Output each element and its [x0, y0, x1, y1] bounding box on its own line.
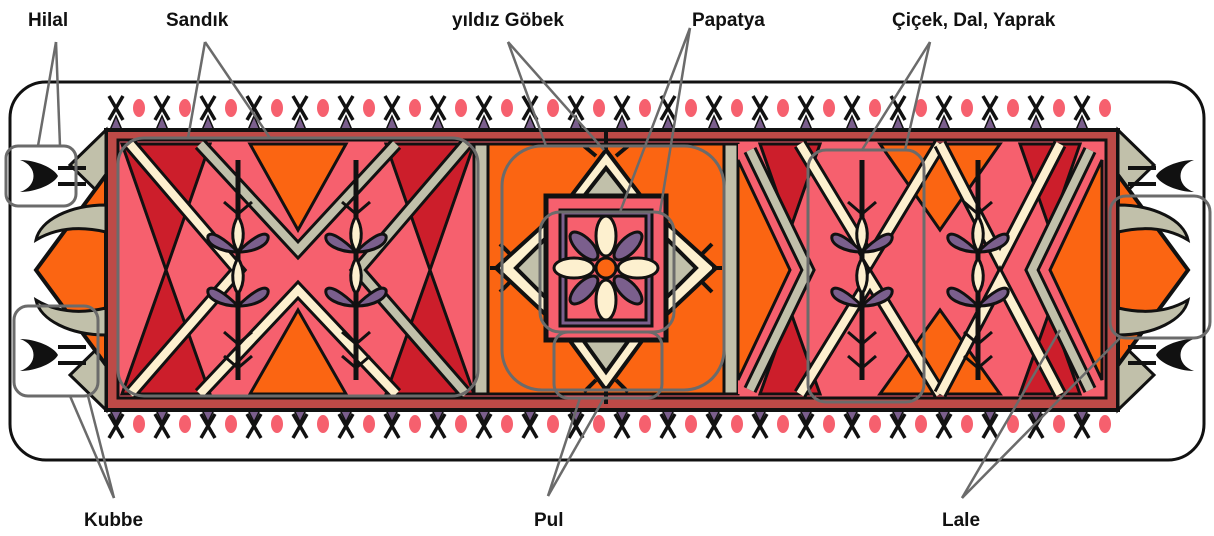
- fringe-dot: [777, 99, 789, 117]
- fringe-dot: [271, 99, 283, 117]
- label-hilal: Hilal: [28, 10, 68, 31]
- fringe-dot: [1007, 99, 1019, 117]
- fringe-dot: [593, 99, 605, 117]
- label-pul: Pul: [534, 510, 564, 531]
- fringe-dot: [133, 99, 145, 117]
- fringe-dot: [1099, 99, 1111, 117]
- fringe-dot: [133, 415, 145, 433]
- fringe-dot: [1053, 415, 1065, 433]
- fringe-dot: [639, 415, 651, 433]
- fringe-dot: [915, 415, 927, 433]
- fringe-dot: [823, 415, 835, 433]
- label-papatya: Papatya: [692, 10, 765, 31]
- fringe-dot: [639, 99, 651, 117]
- label-lale: Lale: [942, 510, 980, 531]
- fringe-dot: [823, 99, 835, 117]
- fringe-dot: [409, 415, 421, 433]
- fringe-dot: [225, 99, 237, 117]
- fringe-dot: [777, 415, 789, 433]
- fringe-dot: [317, 99, 329, 117]
- fringe-dot: [731, 99, 743, 117]
- label-cicek-dal-yaprak: Çiçek, Dal, Yaprak: [892, 10, 1056, 31]
- fringe-dot: [271, 415, 283, 433]
- fringe-dot: [593, 415, 605, 433]
- center-panel: [488, 132, 724, 404]
- fringe-dot: [409, 99, 421, 117]
- fringe-dot: [501, 415, 513, 433]
- fringe-dot: [363, 415, 375, 433]
- fringe-dot: [1099, 415, 1111, 433]
- fringe-dot: [363, 99, 375, 117]
- fringe-dot: [869, 415, 881, 433]
- left-panel: [122, 144, 474, 394]
- fringe-dot: [501, 99, 513, 117]
- fringe-dot: [961, 415, 973, 433]
- fringe-dot: [455, 415, 467, 433]
- right-panel: [738, 144, 1102, 394]
- fringe-dot: [1053, 99, 1065, 117]
- fringe-dot: [685, 415, 697, 433]
- fringe-dot: [317, 415, 329, 433]
- label-sandik: Sandık: [166, 10, 229, 31]
- fringe-dot: [455, 99, 467, 117]
- fringe-dot: [869, 99, 881, 117]
- fringe-dot: [547, 415, 559, 433]
- fringe-dot: [961, 99, 973, 117]
- label-yildiz-gobek: yıldız Göbek: [452, 10, 564, 31]
- fringe-dot: [179, 415, 191, 433]
- label-kubbe: Kubbe: [84, 510, 143, 531]
- fringe-dot: [225, 415, 237, 433]
- fringe-dot: [731, 415, 743, 433]
- fringe-dot: [179, 99, 191, 117]
- fringe-dot: [547, 99, 559, 117]
- fringe-dot: [685, 99, 697, 117]
